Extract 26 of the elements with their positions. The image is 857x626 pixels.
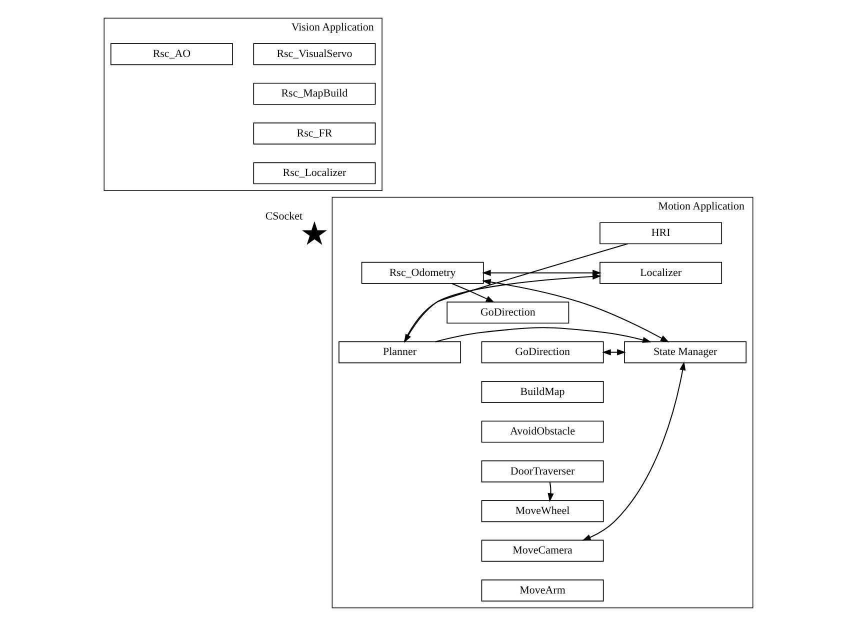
arrow (548, 482, 554, 502)
node-box: BuildMap (481, 381, 604, 403)
node-box: Rsc_VisualServo (253, 43, 376, 66)
node-star (302, 221, 327, 245)
node-box: Planner (338, 341, 462, 364)
node-box: Rsc_Localizer (253, 162, 376, 184)
node-box: GoDirection (481, 341, 604, 364)
node-box: MoveWheel (481, 500, 604, 522)
node-box: State Manager (624, 341, 747, 364)
node-box: MoveArm (481, 580, 604, 602)
node-box: DoorTraverser (481, 460, 604, 482)
node-box: Rsc_AO (110, 43, 233, 66)
node-box: Rsc_MapBuild (253, 82, 376, 105)
node-box: Rsc_FR (253, 122, 376, 144)
arrow (582, 361, 686, 541)
node-box: AvoidObstacle (481, 420, 604, 443)
arrow (435, 327, 652, 343)
node-box: GoDirection (446, 302, 570, 324)
arrow (482, 279, 670, 342)
node-box: Localizer (600, 262, 722, 284)
arrow (452, 283, 495, 303)
node-label: CSocket (265, 210, 303, 223)
node-box: MoveCamera (481, 540, 604, 562)
node-box: Rsc_Odometry (361, 262, 484, 284)
node-box: HRI (600, 222, 722, 244)
arrow (602, 349, 626, 356)
